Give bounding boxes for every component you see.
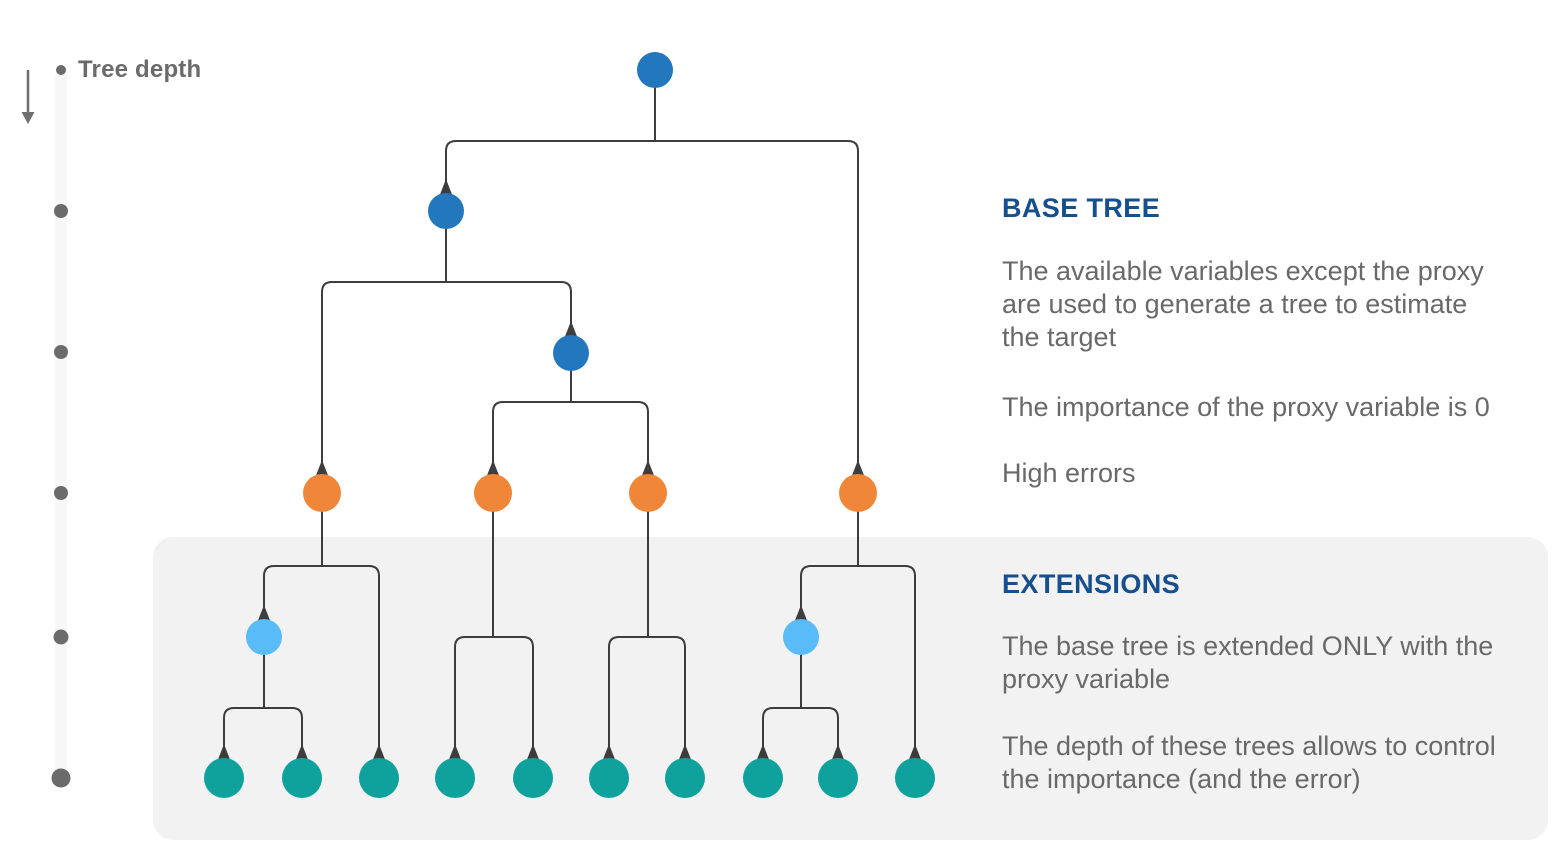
tree-edge-branch	[801, 707, 839, 778]
edge-arrowhead-icon	[908, 744, 922, 762]
depth-axis-ticks	[51, 65, 71, 788]
tree-node-leaf	[282, 758, 322, 798]
tree-edge-branch	[322, 565, 380, 778]
extensions-paragraph-2: The depth of these trees allows to contr…	[1002, 731, 1496, 794]
depth-tick-dot	[54, 345, 68, 359]
tree-node-leaf	[895, 758, 935, 798]
tree-node-leaf	[665, 758, 705, 798]
extensions-paragraph-1: The base tree is extended ONLY with the …	[1002, 631, 1494, 694]
base-tree-paragraph-1: The available variables except the proxy…	[1002, 256, 1484, 352]
tree-node-leaf	[359, 758, 399, 798]
tree-edge-branch	[454, 636, 493, 778]
edge-arrowhead-icon	[439, 179, 453, 197]
tree-node-base	[428, 193, 464, 229]
tree-node-extension	[246, 619, 282, 655]
base-tree-paragraph-2: The importance of the proxy variable is …	[1002, 392, 1490, 422]
tree-edge-branch	[800, 565, 858, 637]
tree-edge-branch	[223, 707, 264, 778]
tree-edge-branch	[762, 707, 801, 778]
tree-node-split	[303, 474, 341, 512]
tree-node-split	[474, 474, 512, 512]
tree-edge-branch	[321, 281, 446, 493]
tree-node-leaf	[513, 758, 553, 798]
edge-arrowhead-icon	[486, 460, 500, 478]
down-arrow-icon	[21, 112, 35, 124]
tree-nodes	[204, 52, 935, 798]
edge-arrowhead-icon	[564, 321, 578, 339]
edge-arrowhead-icon	[831, 744, 845, 762]
depth-tick-dot	[54, 486, 68, 500]
tree-edge-branch	[264, 707, 303, 778]
tree-node-leaf	[818, 758, 858, 798]
extensions-heading: EXTENSIONS	[1002, 569, 1181, 599]
tree-node-leaf	[204, 758, 244, 798]
tree-edge-branch	[655, 140, 859, 493]
edge-arrowhead-icon	[678, 744, 692, 762]
tree-node-split	[839, 474, 877, 512]
tree-node-leaf	[589, 758, 629, 798]
tree-edge-branch	[446, 281, 572, 353]
tree-edge-branch	[492, 401, 571, 493]
edge-arrowhead-icon	[315, 460, 329, 478]
depth-tick-dot	[51, 768, 71, 788]
extensions-panel	[153, 537, 1548, 840]
tree-node-split	[629, 474, 667, 512]
depth-tick-dot	[56, 65, 66, 75]
tree-edge-branch	[445, 140, 655, 211]
tree-depth-label: Tree depth	[78, 56, 202, 83]
edge-arrowhead-icon	[295, 744, 309, 762]
tree-edge-branch	[571, 401, 649, 493]
tree-edge-branch	[608, 636, 648, 778]
edge-arrowhead-icon	[756, 744, 770, 762]
tree-node-base	[553, 335, 589, 371]
tree-node-extension	[783, 619, 819, 655]
tree-node-base	[637, 52, 673, 88]
edge-arrowhead-icon	[217, 744, 231, 762]
tree-edge-branch	[263, 565, 322, 637]
depth-axis-bar	[55, 71, 67, 783]
tree-node-leaf	[435, 758, 475, 798]
edge-arrowhead-icon	[641, 460, 655, 478]
edge-arrowhead-icon	[526, 744, 540, 762]
tree-node-leaf	[743, 758, 783, 798]
edge-arrowhead-icon	[602, 744, 616, 762]
edge-arrowhead-icon	[257, 605, 271, 623]
tree-edge-branch	[493, 636, 534, 778]
edge-arrowhead-icon	[851, 460, 865, 478]
base-tree-paragraph-3: High errors	[1002, 458, 1136, 488]
depth-tick-dot	[54, 204, 68, 218]
base-tree-heading: BASE TREE	[1002, 193, 1161, 223]
tree-edge-branch	[858, 565, 916, 778]
edge-arrowhead-icon	[372, 744, 386, 762]
edge-arrowhead-icon	[794, 605, 808, 623]
depth-tick-dot	[53, 629, 69, 645]
tree-edge-arrowheads	[217, 179, 922, 762]
edge-arrowhead-icon	[448, 744, 462, 762]
tree-edge-branch	[648, 636, 686, 778]
